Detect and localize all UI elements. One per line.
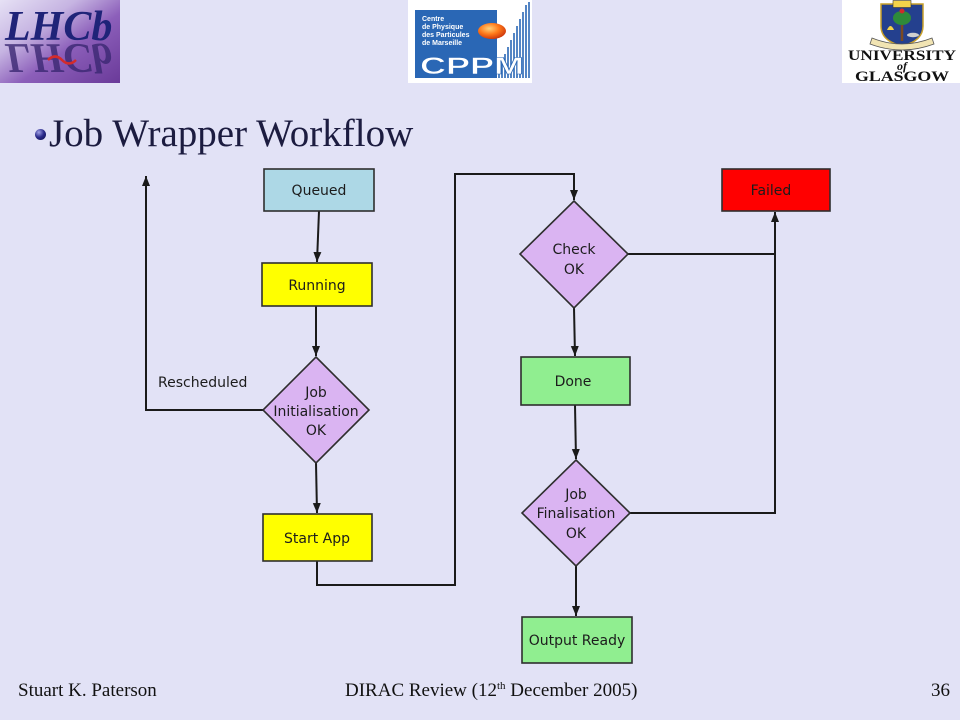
running-label: Running — [288, 278, 345, 294]
node-job-initialisation: Job Initialisation OK — [261, 355, 371, 465]
footer-author: Stuart K. Paterson — [18, 680, 157, 701]
node-running: Running — [261, 262, 373, 307]
job-finalisation-label-line-2: Finalisation — [537, 506, 616, 522]
rescheduled-label: Rescheduled — [158, 375, 247, 391]
lhcb-logo-text: LHCb — [4, 4, 112, 50]
job-finalisation-diamond — [520, 458, 632, 568]
cppm-logo-block — [415, 10, 497, 78]
glasgow-logo-graphic: UNIVERSITY of GLASGOW — [848, 0, 956, 83]
done-label: Done — [555, 374, 592, 390]
queued-box — [263, 168, 375, 212]
glasgow-crest-ribbon — [869, 37, 935, 51]
lhcb-logo: LHCb LHCb — [0, 0, 120, 83]
edge-done-to-job-finalisation — [571, 404, 580, 460]
done-box — [520, 356, 631, 406]
cppm-logo-line-3: des Particules — [422, 32, 470, 39]
check-ok-label-line-1: Check — [552, 242, 596, 258]
edge-job-finalisation-to-failed — [630, 212, 779, 514]
glasgow-logo: UNIVERSITY of GLASGOW — [842, 0, 960, 83]
slide-title: Job Wrapper Workflow — [49, 112, 414, 155]
page-number: 36 — [931, 680, 950, 701]
check-ok-label-line-2: OK — [564, 262, 585, 278]
node-failed: Failed — [721, 168, 831, 212]
cppm-logo-line-2: de Physique — [422, 24, 463, 31]
job-finalisation-label-line-1: Job — [564, 487, 587, 503]
bullet-icon — [35, 129, 46, 140]
failed-label: Failed — [751, 183, 792, 199]
slide-title-row: Job Wrapper Workflow — [33, 114, 453, 158]
footer-event-superscript: th — [497, 680, 506, 692]
cppm-logo-acronym: CPPM — [420, 53, 524, 80]
job-initialisation-diamond — [261, 355, 371, 465]
output-ready-box — [521, 616, 633, 664]
glasgow-crest-bird — [899, 8, 905, 14]
cppm-logo-rays — [498, 2, 530, 78]
job-initialisation-label-line-1: Job — [304, 385, 327, 401]
edge-start-app-to-check — [316, 173, 578, 586]
footer-event-title: DIRAC Review (12th December 2005) — [345, 680, 638, 701]
lhcb-logo-graphic: LHCb LHCb — [0, 0, 120, 83]
node-job-finalisation: Job Finalisation OK — [520, 458, 632, 568]
glasgow-crest-bell — [887, 26, 894, 30]
node-start-app: Start App — [262, 513, 373, 562]
footer-event-prefix: DIRAC Review (12 — [345, 680, 497, 701]
edge-rescheduled — [142, 176, 263, 411]
start-app-label: Start App — [284, 531, 350, 547]
cppm-logo-graphic: Centre de Physique des Particules de Mar… — [415, 2, 530, 80]
node-check-ok: Check OK — [518, 199, 630, 310]
queued-label: Queued — [292, 183, 347, 199]
failed-box — [721, 168, 831, 212]
job-initialisation-label-line-2: Initialisation — [273, 404, 358, 420]
start-app-box — [262, 513, 373, 562]
output-ready-label: Output Ready — [529, 633, 626, 649]
node-queued: Queued — [263, 168, 375, 212]
lhcb-logo-background — [0, 0, 120, 83]
job-finalisation-label-line-3: OK — [566, 526, 587, 542]
node-done: Done — [520, 356, 631, 406]
check-ok-diamond — [518, 199, 630, 310]
footer-event-suffix: December 2005) — [505, 680, 638, 701]
cppm-logo-line-4: de Marseille — [422, 40, 462, 47]
edge-job-initialisation-to-start-app — [312, 462, 321, 514]
glasgow-logo-line-3: GLASGOW — [855, 69, 949, 83]
glasgow-crest-tree — [893, 11, 911, 25]
cppm-logo-sphere — [478, 23, 506, 39]
glasgow-crest-book — [892, 0, 912, 8]
edge-queued-to-running — [313, 210, 322, 263]
job-initialisation-label-line-3: OK — [306, 423, 327, 439]
glasgow-logo-line-2: of — [897, 59, 908, 73]
running-box — [261, 262, 373, 307]
footer-event-sup-text: th — [496, 680, 506, 692]
node-output-ready: Output Ready — [521, 616, 633, 664]
glasgow-crest-fish — [907, 32, 919, 38]
glasgow-logo-line-1: UNIVERSITY — [848, 48, 956, 64]
cppm-logo: Centre de Physique des Particules de Mar… — [408, 0, 532, 83]
lhcb-logo-swoosh — [47, 55, 77, 65]
edge-check-to-done — [570, 307, 579, 357]
cppm-logo-line-1: Centre — [422, 16, 444, 23]
